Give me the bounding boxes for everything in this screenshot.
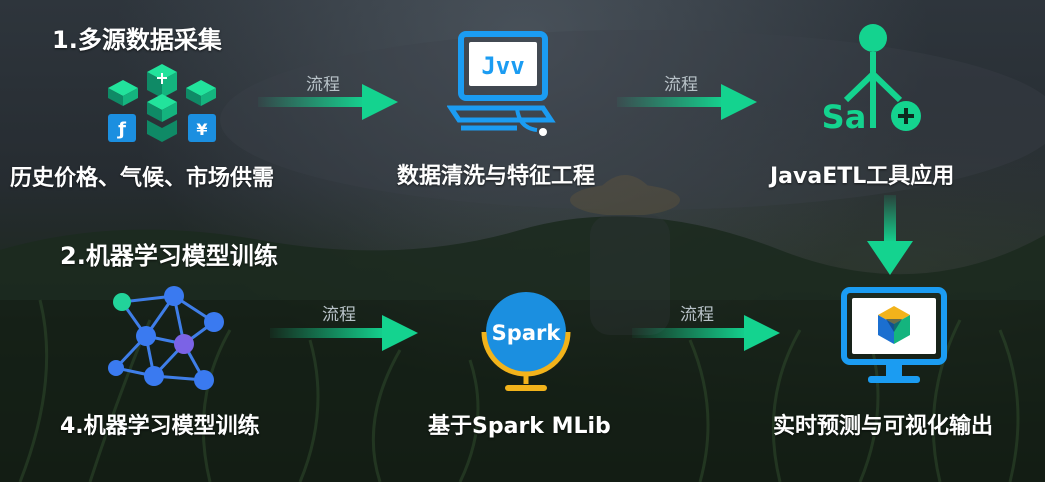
arrow-down-icon: [867, 195, 913, 275]
step-1-heading: 1.多源数据采集: [52, 20, 222, 55]
network-graph-icon: [108, 284, 228, 394]
monitor-code-icon: Jvv: [447, 30, 557, 140]
data-stack-icon: ƒ ¥: [105, 64, 220, 146]
arrow-right-icon: [270, 315, 418, 351]
arrow-right-icon: [258, 84, 398, 120]
svg-text:ƒ: ƒ: [116, 119, 126, 140]
step-2-caption: 数据清洗与特征工程: [397, 158, 595, 190]
step-3-caption: JavaETL工具应用: [770, 158, 954, 190]
arrow-right-icon: [632, 315, 780, 351]
spark-globe-icon: Spark: [476, 288, 576, 398]
step-1-caption: 历史价格、气候、市场供需: [10, 160, 274, 192]
monitor-code-text: Jvv: [481, 52, 524, 80]
step-5-caption: 基于Spark MLib: [428, 408, 611, 440]
etl-tree-text: Sa: [822, 98, 867, 136]
etl-tree-icon: Sa: [818, 22, 928, 137]
spark-globe-text: Spark: [492, 321, 562, 345]
arrow-right-icon: [617, 84, 757, 120]
svg-text:¥: ¥: [196, 120, 207, 139]
step-4-caption: 4.机器学习模型训练: [60, 408, 260, 440]
step-6-caption: 实时预测与可视化输出: [773, 408, 993, 440]
dashboard-monitor-icon: [838, 286, 950, 388]
step-4-heading: 2.机器学习模型训练: [60, 236, 278, 271]
